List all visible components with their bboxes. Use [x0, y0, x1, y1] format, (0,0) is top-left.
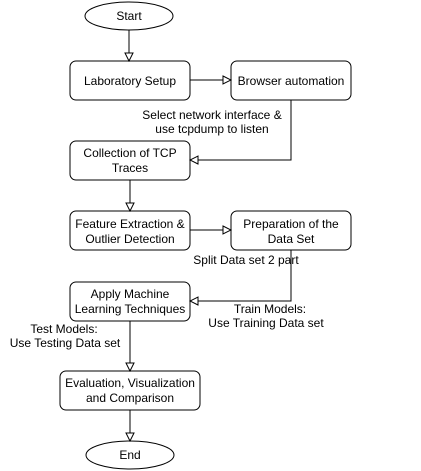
node-preparation-label-line-2: Data Set	[268, 232, 315, 246]
node-laboratory-setup: Laboratory Setup	[69, 60, 191, 101]
node-feature-extraction: Feature Extraction & Outlier Detection	[69, 210, 191, 251]
edge-label-select-interface-line-1: Select network interface &	[142, 108, 281, 122]
node-laboratory-setup-label: Laboratory Setup	[84, 74, 176, 88]
edge-label-split-data: Split Data set 2 part	[193, 253, 299, 267]
edge-label-select-interface-line-2: use tcpdump to listen	[155, 122, 268, 136]
edge-browser-to-collection	[190, 100, 292, 160]
edge-label-train-models-line-1: Train Models:	[234, 302, 306, 316]
node-evaluation: Evaluation, Visualization and Comparison	[59, 370, 201, 411]
node-evaluation-label-line-2: and Comparison	[86, 391, 174, 405]
node-preparation-label-line-1: Preparation of the	[243, 217, 339, 231]
node-collection-label-line-1: Collection of TCP	[83, 146, 176, 160]
node-start: Start	[84, 1, 174, 31]
node-end-label: End	[119, 448, 140, 462]
node-collection-of-tcp-traces: Collection of TCP Traces	[69, 140, 191, 181]
node-apply-ml-label-line-1: Apply Machine	[91, 287, 170, 301]
node-collection-label-line-2: Traces	[112, 161, 148, 175]
node-browser-automation-label: Browser automation	[238, 74, 345, 88]
node-start-label: Start	[116, 9, 142, 23]
node-end: End	[85, 440, 175, 470]
node-preparation-of-data-set: Preparation of the Data Set	[230, 210, 352, 251]
edge-label-test-models-line-1: Test Models:	[30, 322, 97, 336]
node-evaluation-label-line-1: Evaluation, Visualization	[65, 376, 195, 390]
node-apply-machine-learning: Apply Machine Learning Techniques	[69, 281, 191, 322]
edge-label-train-models-line-2: Use Training Data set	[208, 316, 324, 330]
node-apply-ml-label-line-2: Learning Techniques	[75, 302, 186, 316]
node-feature-extraction-label-line-1: Feature Extraction &	[75, 217, 184, 231]
node-browser-automation: Browser automation	[230, 60, 352, 101]
edge-label-test-models-line-2: Use Testing Data set	[10, 336, 121, 350]
edge-preparation-to-apply-ml	[190, 250, 292, 301]
node-feature-extraction-label-line-2: Outlier Detection	[85, 232, 174, 246]
